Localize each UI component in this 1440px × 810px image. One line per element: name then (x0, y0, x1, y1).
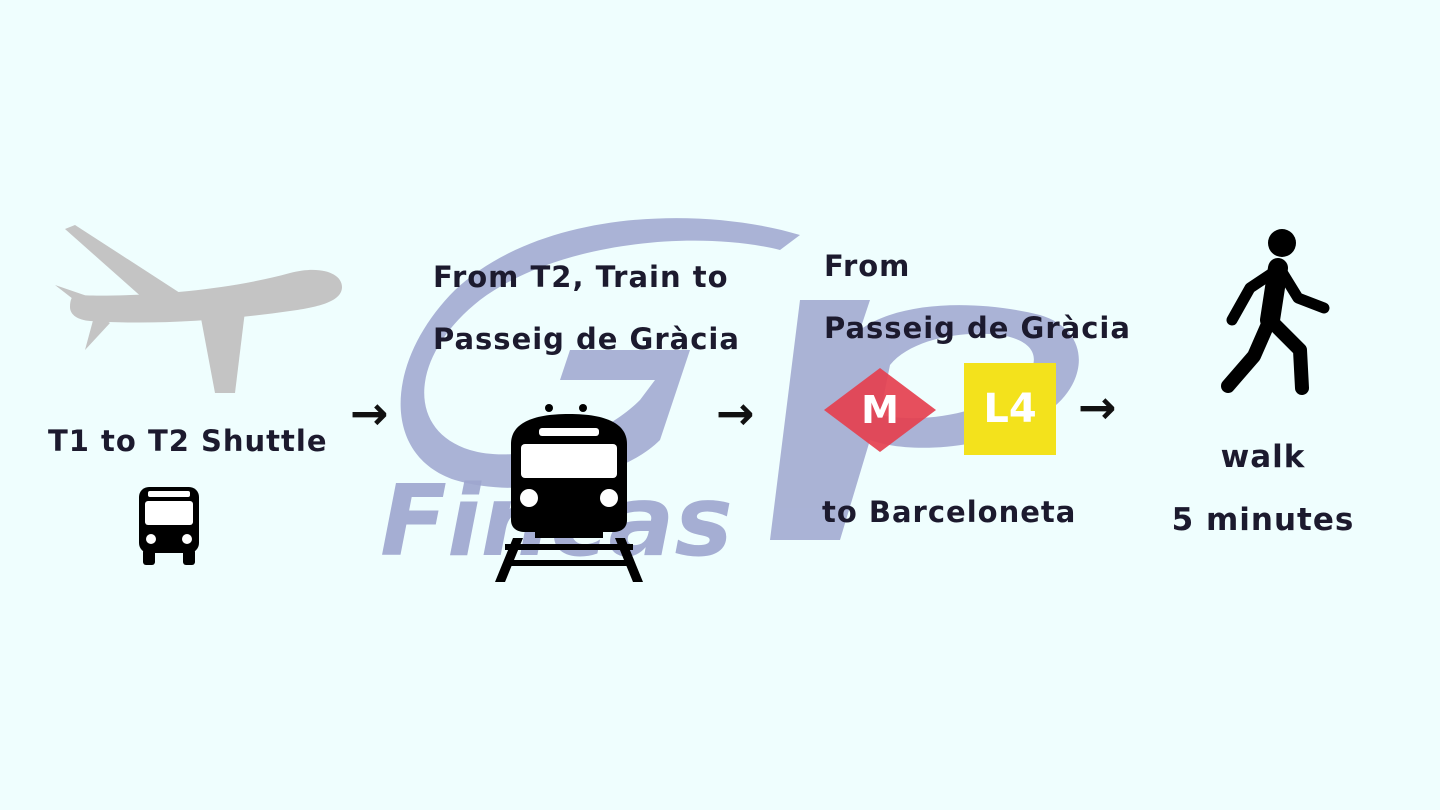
metro-to-label: to Barceloneta (822, 495, 1077, 529)
walk-label-line2: 5 minutes (1171, 502, 1355, 538)
arrow-2: → (716, 386, 755, 440)
arrow-3: → (1078, 380, 1117, 434)
metro-from-label: From (824, 249, 911, 283)
line-badge-l4: L4 (964, 363, 1056, 455)
train-label-line1: From T2, Train to (433, 260, 729, 294)
metro-letter: M (861, 388, 899, 432)
walking-person-icon (1221, 229, 1330, 395)
train-icon (495, 404, 643, 582)
train-label-line2: Passeig de Gràcia (433, 322, 740, 356)
shuttle-label: T1 to T2 Shuttle (48, 424, 328, 458)
airplane-icon (55, 225, 342, 393)
walk-label-line1: walk (1220, 439, 1306, 475)
bus-icon (139, 487, 199, 565)
metro-icon: M (824, 368, 936, 452)
arrow-1: → (350, 386, 389, 440)
metro-station-label: Passeig de Gràcia (824, 311, 1131, 345)
